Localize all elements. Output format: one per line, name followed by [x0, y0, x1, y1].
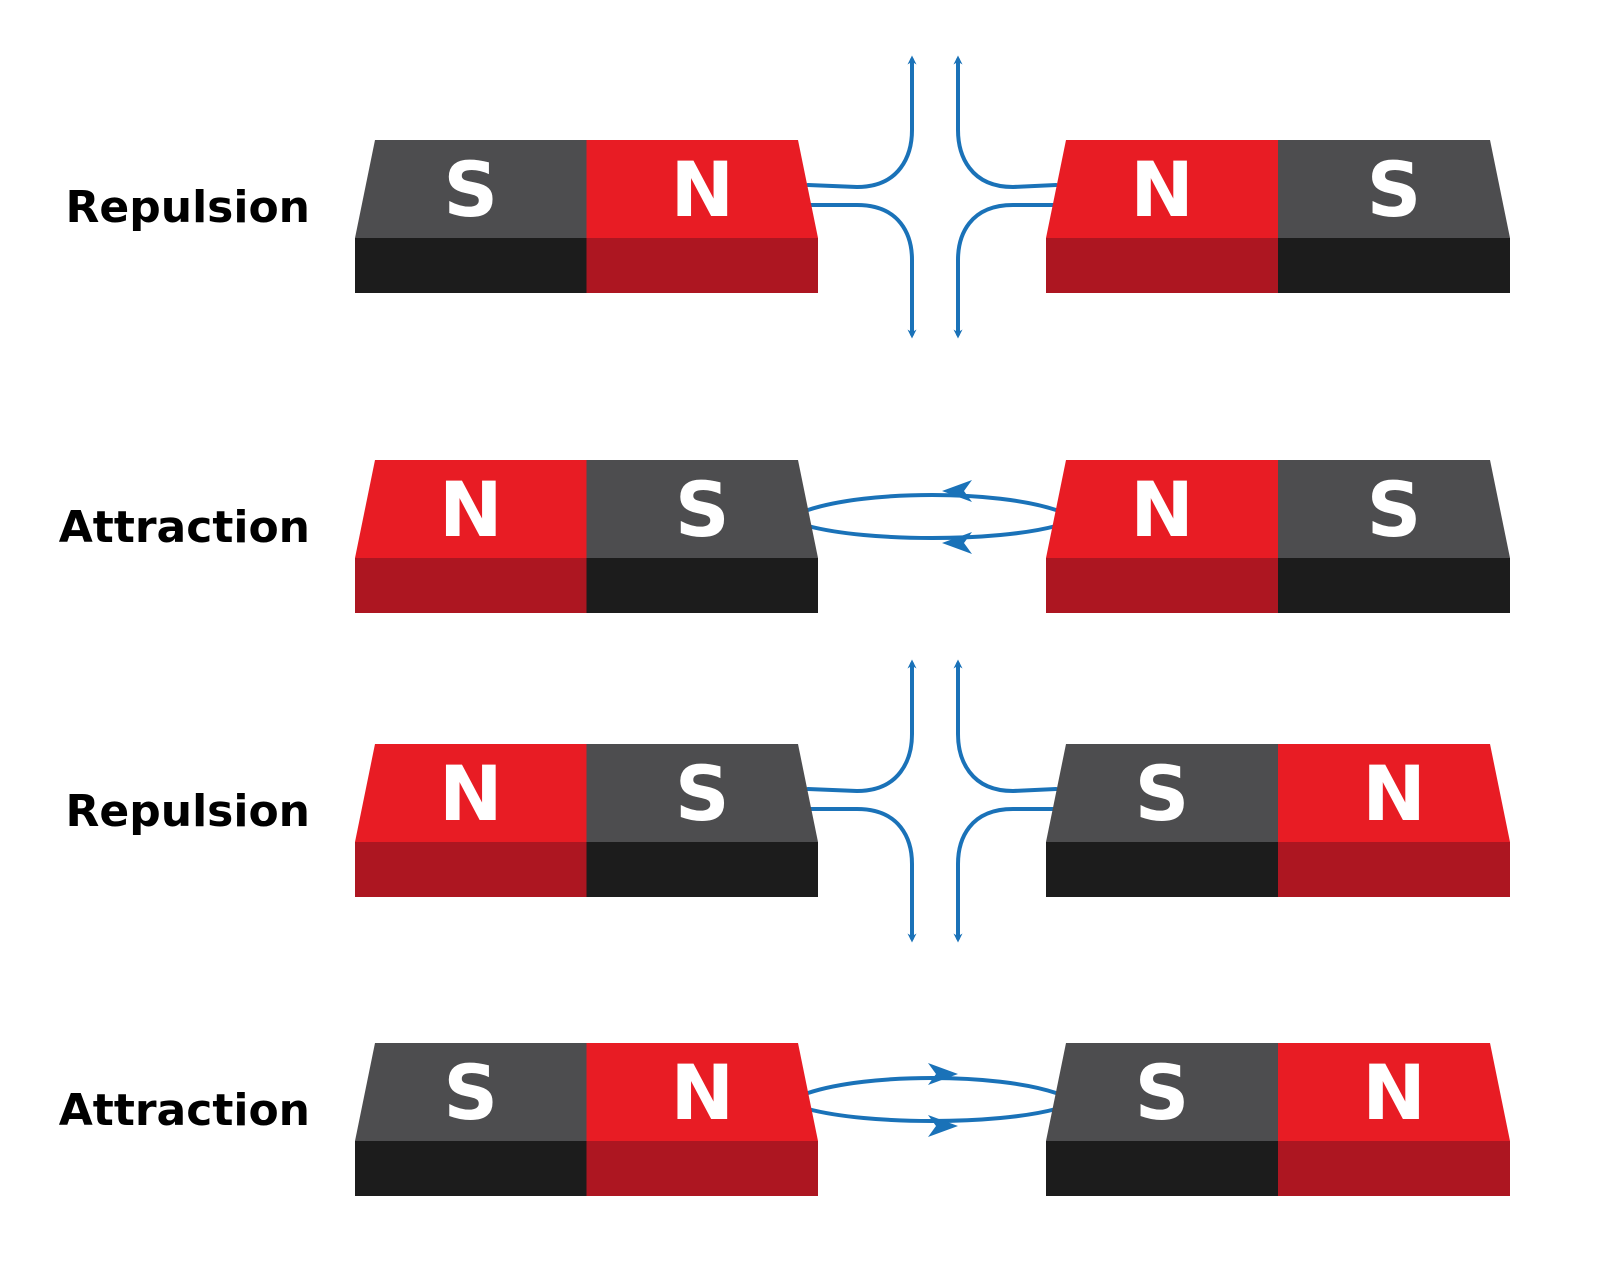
pole-label: S	[443, 1048, 498, 1137]
pole-label: N	[1130, 465, 1194, 554]
row-label: Repulsion	[66, 786, 310, 837]
south-pole-top-face	[586, 460, 818, 558]
pole-label: N	[670, 1048, 734, 1137]
south-pole-side-face	[1046, 842, 1278, 897]
field-line-arrow	[806, 807, 917, 943]
repulsion-field-lines	[806, 659, 1058, 943]
pole-label: N	[1130, 145, 1194, 234]
arrow-right-icon	[928, 1063, 958, 1085]
north-pole-side-face	[355, 842, 587, 897]
attraction-field-lines	[806, 1063, 1058, 1137]
north-pole-side-face	[1046, 558, 1278, 613]
south-pole-side-face	[355, 238, 587, 293]
field-line-loop-lower	[806, 1107, 1058, 1123]
south-pole-side-face	[1046, 1141, 1278, 1196]
pole-label: N	[670, 145, 734, 234]
row-label: Attraction	[59, 1085, 310, 1136]
north-pole-top-face	[586, 1043, 818, 1141]
field-line-loop-lower	[806, 524, 1058, 540]
north-pole-side-face	[355, 558, 587, 613]
field-line-arrow	[953, 659, 1058, 793]
pole-label: N	[1362, 1048, 1426, 1137]
pole-label: S	[1367, 465, 1422, 554]
arrow-left-icon	[942, 532, 972, 554]
field-line-loop-upper	[806, 1076, 1058, 1095]
south-pole-top-face	[1046, 1043, 1278, 1141]
pole-label: S	[1367, 145, 1422, 234]
south-pole-side-face	[1278, 558, 1510, 613]
south-pole-side-face	[586, 842, 818, 897]
arrow-left-icon	[942, 480, 972, 502]
pole-label: S	[1135, 749, 1190, 838]
south-pole-top-face	[1278, 460, 1510, 558]
north-pole-side-face	[586, 238, 818, 293]
field-line-arrow	[953, 807, 1058, 943]
south-pole-side-face	[1278, 238, 1510, 293]
north-pole-top-face	[1046, 460, 1278, 558]
field-line-arrow	[806, 55, 917, 189]
north-pole-top-face	[1278, 1043, 1510, 1141]
attraction-field-lines	[806, 480, 1058, 554]
south-pole-top-face	[1278, 140, 1510, 238]
pole-label: S	[1135, 1048, 1190, 1137]
pole-label: S	[675, 749, 730, 838]
row-label: Attraction	[59, 502, 310, 553]
south-pole-top-face	[1046, 744, 1278, 842]
field-line-arrow	[806, 203, 917, 339]
north-pole-side-face	[1278, 842, 1510, 897]
pole-label: N	[1362, 749, 1426, 838]
pole-label: S	[443, 145, 498, 234]
field-line-arrow	[806, 659, 917, 793]
north-pole-top-face	[1046, 140, 1278, 238]
north-pole-top-face	[355, 460, 587, 558]
south-pole-top-face	[586, 744, 818, 842]
south-pole-top-face	[355, 140, 587, 238]
north-pole-side-face	[586, 1141, 818, 1196]
pole-label: S	[675, 465, 730, 554]
north-pole-side-face	[1278, 1141, 1510, 1196]
pole-label: N	[439, 465, 503, 554]
south-pole-top-face	[355, 1043, 587, 1141]
field-line-loop-upper	[806, 493, 1058, 512]
south-pole-side-face	[586, 558, 818, 613]
north-pole-top-face	[355, 744, 587, 842]
row-label: Repulsion	[66, 182, 310, 233]
south-pole-side-face	[355, 1141, 587, 1196]
north-pole-top-face	[586, 140, 818, 238]
arrow-right-icon	[928, 1115, 958, 1137]
field-line-arrow	[953, 55, 1058, 189]
field-line-arrow	[953, 203, 1058, 339]
pole-label: N	[439, 749, 503, 838]
north-pole-top-face	[1278, 744, 1510, 842]
north-pole-side-face	[1046, 238, 1278, 293]
repulsion-field-lines	[806, 55, 1058, 339]
